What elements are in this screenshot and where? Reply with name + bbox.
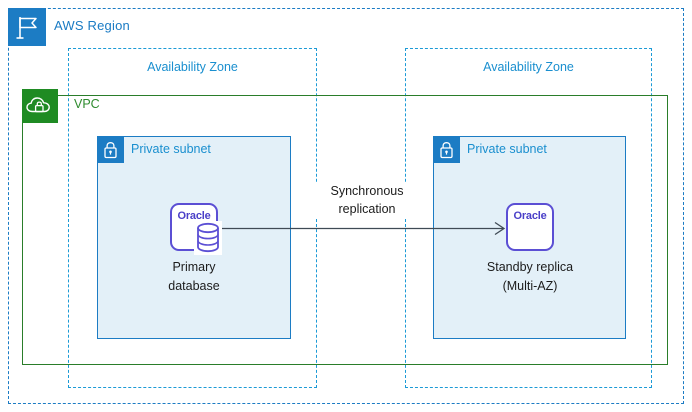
synchronous-replication-label: Synchronous replication xyxy=(312,182,422,218)
padlock-icon xyxy=(433,136,460,163)
oracle-vendor-label: Oracle xyxy=(513,210,547,222)
oracle-standby-replica-node[interactable]: Oracle xyxy=(506,203,554,251)
standby-replica-caption-line2: (Multi-AZ) xyxy=(502,279,558,293)
primary-database-caption: Primary database xyxy=(104,258,284,296)
standby-replica-caption-line1: Standby replica xyxy=(486,260,574,274)
private-subnet-right-label: Private subnet xyxy=(467,142,547,156)
availability-zone-left-boundary xyxy=(68,48,317,388)
private-subnet-left-label: Private subnet xyxy=(131,142,211,156)
primary-database-caption-line1: Primary xyxy=(172,260,216,274)
vpc-cloud-lock-icon xyxy=(22,89,58,123)
availability-zone-left-label: Availability Zone xyxy=(147,60,238,74)
replication-label-line2: replication xyxy=(338,202,396,216)
primary-database-caption-line2: database xyxy=(168,279,220,293)
availability-zone-right-label: Availability Zone xyxy=(483,60,574,74)
database-cylinder-icon xyxy=(194,221,222,255)
vpc-boundary xyxy=(22,95,668,365)
aws-region-flag-icon xyxy=(8,8,46,46)
vpc-label: VPC xyxy=(74,97,100,111)
standby-replica-caption: Standby replica (Multi-AZ) xyxy=(440,258,620,296)
padlock-icon xyxy=(97,136,124,163)
aws-region-label: AWS Region xyxy=(54,18,130,33)
synchronous-replication-arrow xyxy=(213,221,506,236)
oracle-primary-database-node[interactable]: Oracle xyxy=(170,203,222,255)
aws-region-boundary xyxy=(8,8,684,404)
oracle-vendor-label: Oracle xyxy=(177,210,211,222)
availability-zone-right-boundary xyxy=(405,48,652,388)
replication-label-line1: Synchronous xyxy=(330,184,404,198)
